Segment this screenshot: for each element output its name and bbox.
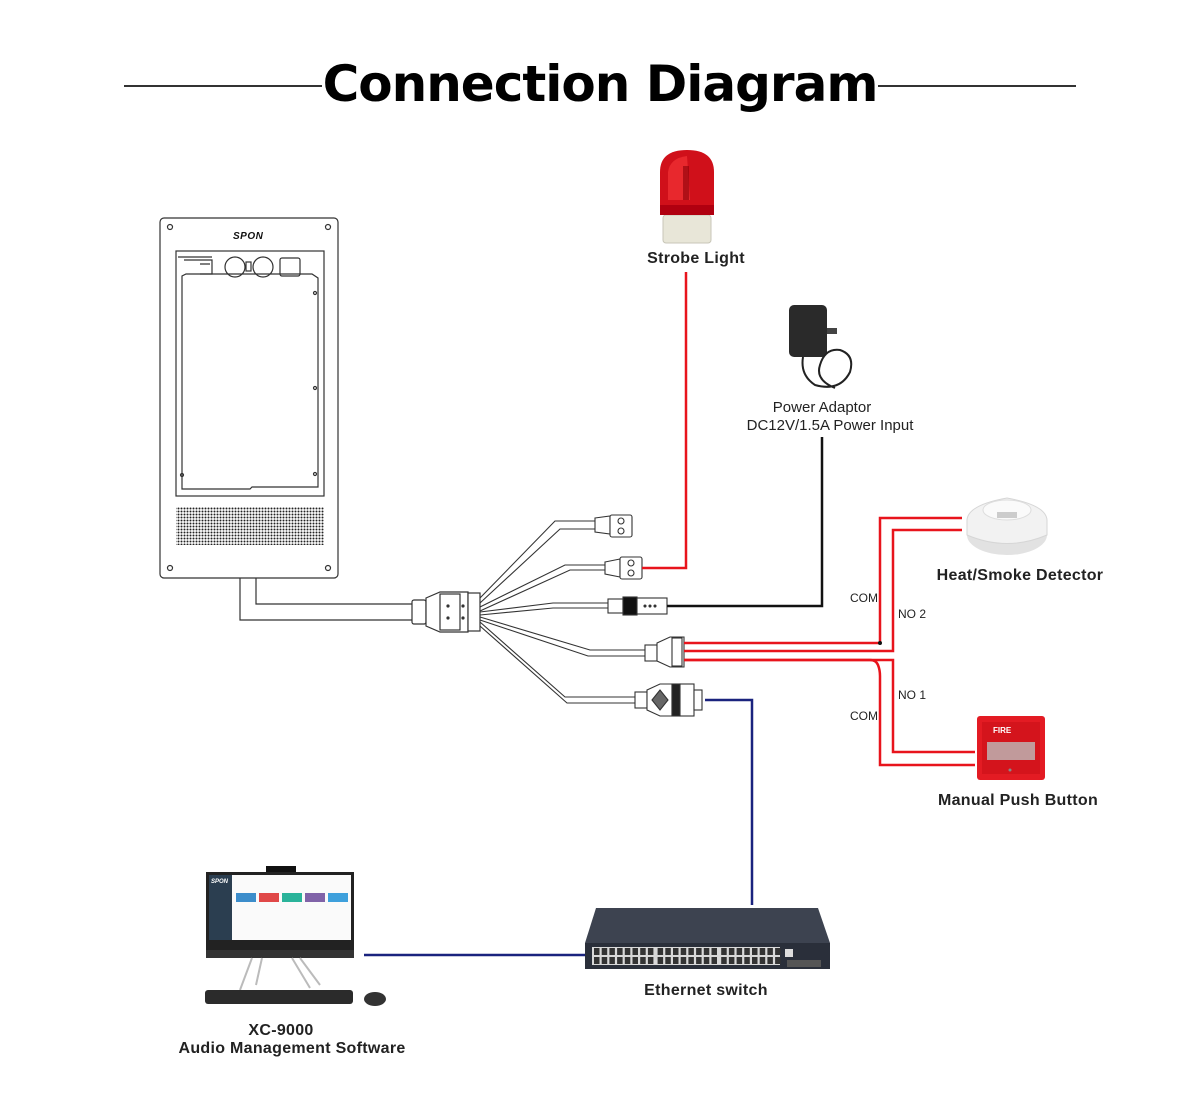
cable-hub-connector [411,591,481,633]
switch-port [711,948,717,955]
terminal-com-upper: COM [850,591,878,605]
switch-port [601,948,608,955]
switch-port [594,957,600,964]
switch-port [609,957,615,964]
smoke-detector-image [966,497,1048,555]
switch-port [680,957,687,964]
title-rule-right [878,85,1076,87]
smoke-detector-label: Heat/Smoke Detector [936,567,1104,584]
switch-port [696,948,702,955]
network-wires [364,698,754,957]
title-rule-left [124,85,322,87]
switch-port [736,957,743,964]
switch-port [703,948,710,955]
switch-port [665,948,671,955]
fire-sign: FIRE [993,726,1012,735]
switch-port [696,957,702,964]
manual-push-button-image [977,716,1045,780]
device-brand-logo: SPON [233,231,264,242]
switch-port [775,957,781,964]
software-screen-logo: SPON [211,879,229,885]
software-name-label: Audio Management Software [178,1040,406,1057]
unused-terminal-connector [594,514,633,538]
switch-ports [594,948,781,964]
page-title: Connection Diagram [322,55,879,113]
junction-dot [878,641,882,645]
switch-port [624,957,631,964]
computer-image [205,866,386,1006]
switch-port [759,957,766,964]
power-wire [667,437,824,608]
switch-port [624,948,631,955]
rj45-network-connector [634,683,703,717]
switch-port [665,957,671,964]
switch-port [759,948,766,955]
switch-port [767,948,773,955]
power-adaptor-label: Power Adaptor [772,399,872,416]
panel-cable [239,578,412,621]
switch-port [657,957,664,964]
switch-port [617,957,623,964]
switch-port [632,948,638,955]
alarm-input-connector [644,636,685,668]
switch-port [640,957,646,964]
ethernet-switch-label: Ethernet switch [644,982,768,999]
switch-port [744,957,750,964]
switch-port [728,957,735,964]
switch-port [594,948,600,955]
strobe-wire [642,272,688,570]
terminal-no1: NO 1 [898,688,927,702]
strobe-light-image [660,150,714,244]
switch-port [673,957,679,964]
switch-port [609,948,615,955]
switch-port [721,948,727,955]
push-button-label: Manual Push Button [937,792,1099,809]
switch-port [736,948,743,955]
strobe-terminal-connector [604,556,643,580]
switch-port [767,957,773,964]
switch-port [711,957,717,964]
strobe-light-label: Strobe Light [647,250,745,267]
switch-port [640,948,646,955]
switch-port [647,948,654,955]
switch-port [657,948,664,955]
switch-port [703,957,710,964]
power-adaptor-image [789,305,853,389]
alarm-wires [684,516,975,767]
switch-port [680,948,687,955]
power-adaptor-spec: DC12V/1.5A Power Input [746,417,914,434]
dc-power-jack [607,596,668,616]
switch-port [601,957,608,964]
switch-port [632,957,638,964]
software-model-label: XC-9000 [248,1022,314,1039]
intercom-panel [159,217,339,579]
switch-port [721,957,727,964]
switch-port [688,957,694,964]
switch-port [752,957,758,964]
switch-port [688,948,694,955]
switch-port [647,957,654,964]
switch-port [728,948,735,955]
switch-port [673,948,679,955]
speaker-grille [176,507,324,545]
fanout-cables [479,520,645,704]
switch-port [617,948,623,955]
header: Connection Diagram [0,52,1200,116]
switch-port [752,948,758,955]
switch-port [775,948,781,955]
terminal-com-lower: COM [850,709,878,723]
terminal-no2: NO 2 [898,607,927,621]
switch-port [744,948,750,955]
